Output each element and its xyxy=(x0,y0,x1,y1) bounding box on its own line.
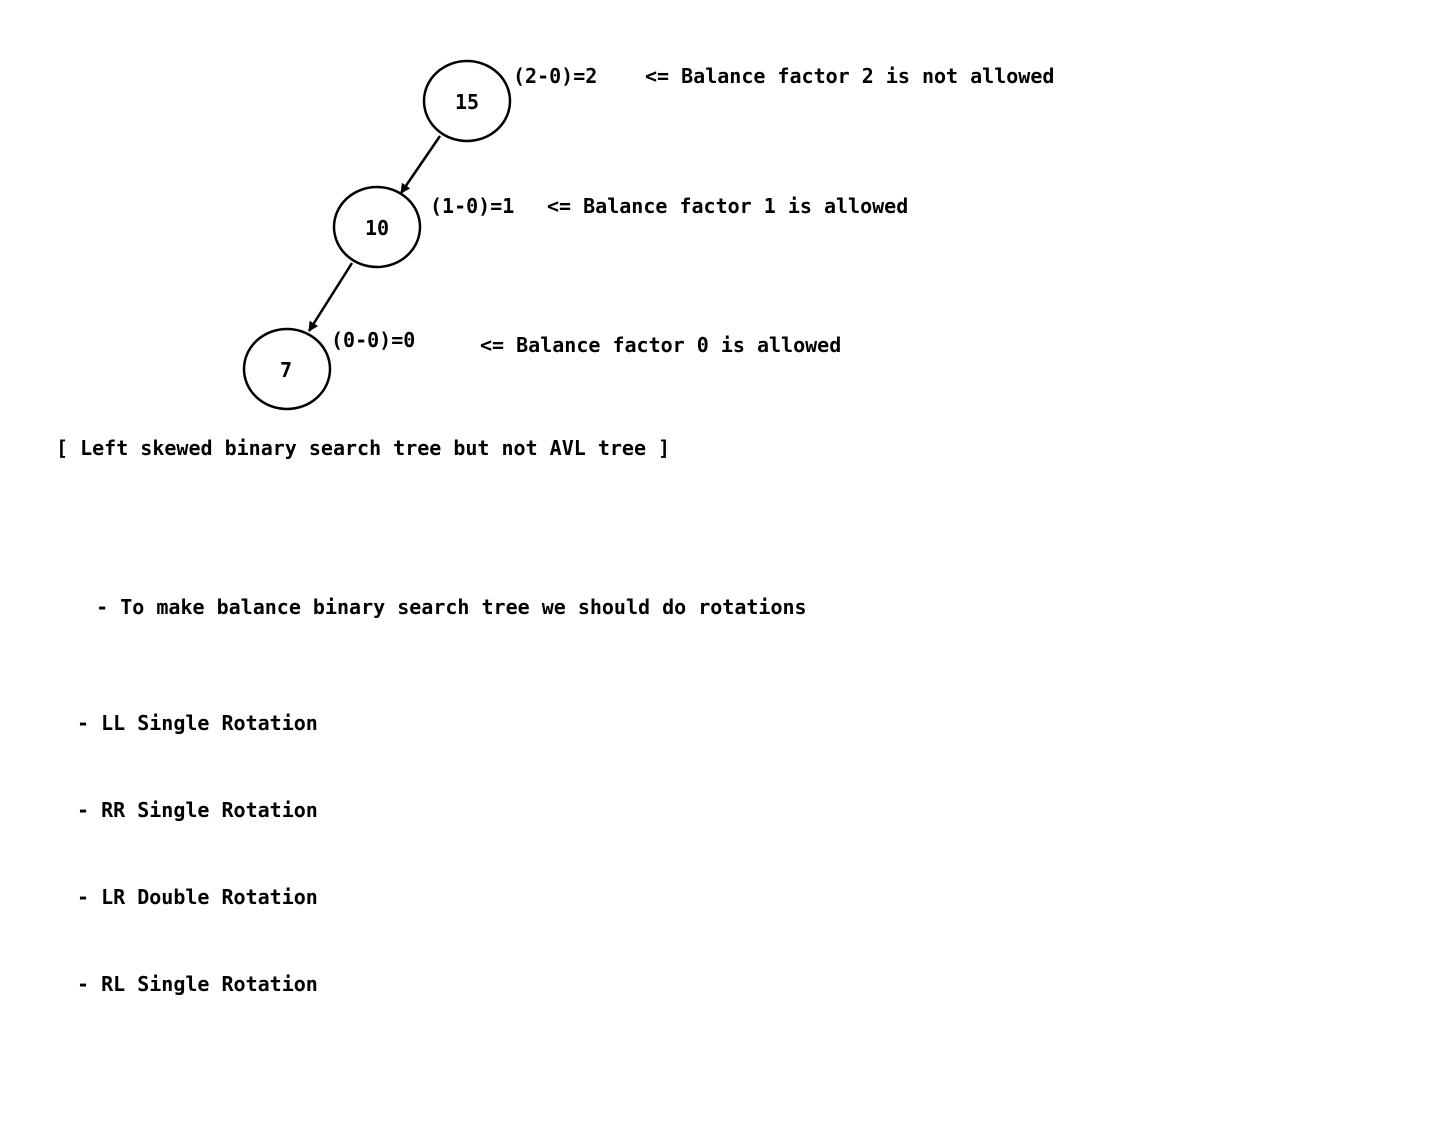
rotation-item-rr: - RR Single Rotation xyxy=(77,798,318,822)
notes-main-text: - To make balance binary search tree we … xyxy=(96,595,807,619)
avl-tree-diagram: 15 (2-0)=2 <= Balance factor 2 is not al… xyxy=(242,59,1054,411)
rotation-types-list: - LL Single Rotation - RR Single Rotatio… xyxy=(48,651,807,1057)
balance-note-15: <= Balance factor 2 is not allowed xyxy=(645,64,1054,88)
node-circle xyxy=(332,185,422,269)
tree-node-7: 7 xyxy=(242,327,332,411)
balance-factor-7: (0-0)=0 xyxy=(331,328,415,352)
balance-factor-15: (2-0)=2 xyxy=(513,64,597,88)
balance-note-10: <= Balance factor 1 is allowed xyxy=(547,194,908,218)
rotation-item-lr: - LR Double Rotation xyxy=(77,885,318,909)
tree-caption: [ Left skewed binary search tree but not… xyxy=(56,436,671,460)
edge-10-to-7 xyxy=(307,262,354,332)
node-label: 15 xyxy=(455,90,479,114)
tree-node-15: 15 xyxy=(422,59,512,143)
balance-note-7: <= Balance factor 0 is allowed xyxy=(480,333,841,357)
rotation-item-rl: - RL Single Rotation xyxy=(77,972,318,996)
node-label: 7 xyxy=(280,358,292,382)
notes-main-item: - To make balance binary search tree we … xyxy=(48,564,807,1115)
edge-15-to-10 xyxy=(399,135,442,194)
node-circle xyxy=(242,327,332,411)
rotation-notes: - To make balance binary search tree we … xyxy=(48,506,807,1144)
node-circle xyxy=(422,59,512,143)
tree-node-10: 10 xyxy=(332,185,422,269)
balance-factor-10: (1-0)=1 xyxy=(430,194,514,218)
node-label: 10 xyxy=(365,216,389,240)
rotation-item-ll: - LL Single Rotation xyxy=(77,711,318,735)
